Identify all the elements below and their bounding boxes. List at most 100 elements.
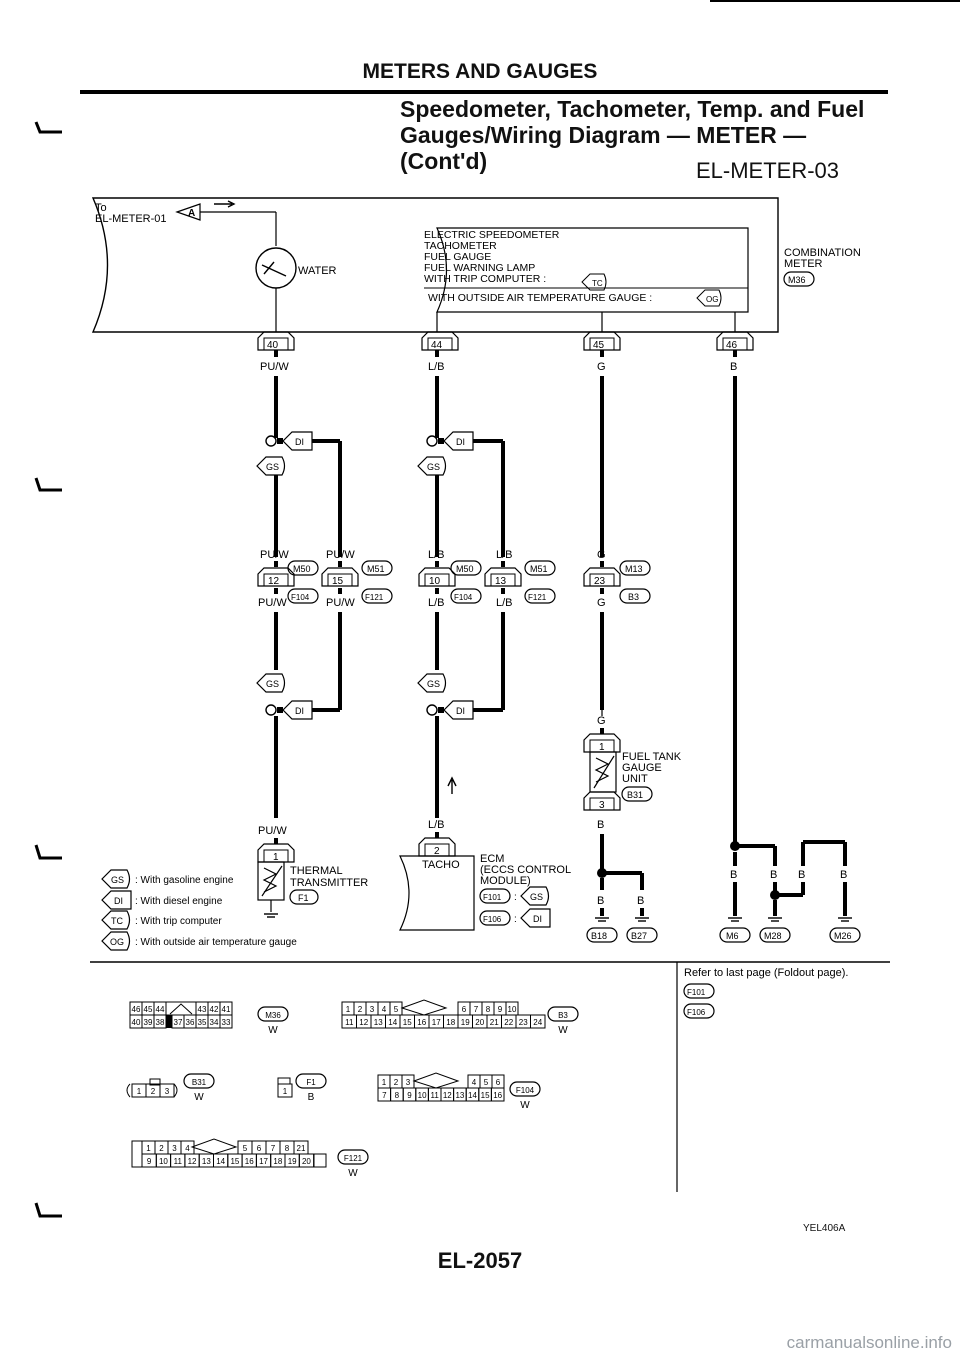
svg-text:PU/W: PU/W bbox=[326, 597, 355, 609]
b31-tag: B31 bbox=[192, 1078, 207, 1087]
latch-icon bbox=[190, 1138, 238, 1155]
svg-text:F104: F104 bbox=[454, 593, 473, 602]
f104-face-pin: 8 bbox=[395, 1091, 400, 1100]
f104-face-pin: 7 bbox=[382, 1091, 387, 1100]
f104-tag: F104 bbox=[516, 1086, 535, 1095]
f1-color: B bbox=[308, 1092, 315, 1103]
svg-text:B: B bbox=[798, 869, 805, 881]
f121-face-pin: 10 bbox=[159, 1157, 168, 1166]
svg-text:L/B: L/B bbox=[428, 819, 445, 831]
svg-text:PU/W: PU/W bbox=[258, 825, 287, 837]
pin-46: 46 bbox=[716, 331, 754, 351]
f121-face-pin: 4 bbox=[185, 1144, 190, 1153]
f104-face-pin: 6 bbox=[496, 1078, 501, 1087]
f121-face-pin: 6 bbox=[257, 1144, 262, 1153]
b3-tag-icon bbox=[547, 1006, 579, 1022]
b3-tag: B3 bbox=[558, 1011, 568, 1020]
f104-face-pin: 3 bbox=[406, 1078, 411, 1087]
legend-og-text: : With outside air temperature gauge bbox=[135, 937, 297, 948]
b3-face-pin: 4 bbox=[382, 1005, 387, 1014]
svg-text:F101: F101 bbox=[483, 893, 502, 902]
f121-face-pin: 19 bbox=[288, 1157, 297, 1166]
f104-face-pin: 12 bbox=[443, 1091, 452, 1100]
speedo-line-4: FUEL WARNING LAMP bbox=[424, 262, 535, 274]
svg-text::: : bbox=[514, 892, 517, 903]
m36-face-pin: 41 bbox=[222, 1005, 231, 1014]
pin-40: 40 bbox=[257, 331, 295, 351]
svg-text:G: G bbox=[597, 597, 606, 609]
b3-face-pin: 12 bbox=[359, 1018, 368, 1027]
svg-text:B: B bbox=[597, 819, 604, 831]
figure-ref: YEL406A bbox=[803, 1223, 846, 1234]
to-connector-letter: A bbox=[188, 208, 195, 219]
svg-text:10: 10 bbox=[429, 576, 441, 587]
speedo-line-1: ELECTRIC SPEEDOMETER bbox=[424, 229, 560, 241]
combo-connector-icon bbox=[783, 271, 815, 287]
svg-text:M26: M26 bbox=[834, 931, 852, 941]
f1-connector-icon bbox=[289, 889, 319, 905]
svg-text::: : bbox=[514, 914, 517, 925]
svg-text:12: 12 bbox=[268, 576, 280, 587]
f104-connector-icon bbox=[287, 588, 319, 604]
water-gauge-icon bbox=[255, 247, 297, 289]
m26-connector-icon bbox=[829, 927, 861, 943]
b3-face-pin: 13 bbox=[374, 1018, 383, 1027]
b31-color: W bbox=[194, 1092, 204, 1103]
svg-text:46: 46 bbox=[726, 340, 738, 351]
f121-face-pin: 17 bbox=[259, 1157, 268, 1166]
fuel-unit-label-2: GAUGE bbox=[622, 762, 662, 774]
f104-face-pin: 2 bbox=[394, 1078, 399, 1087]
svg-text:B: B bbox=[770, 869, 777, 881]
ref-f101-icon bbox=[683, 983, 715, 999]
f104-face-pin: 16 bbox=[493, 1091, 502, 1100]
svg-text:M28: M28 bbox=[764, 931, 782, 941]
svg-text:L/B: L/B bbox=[428, 549, 445, 561]
wire-color-45: G bbox=[597, 361, 606, 373]
b31-face-pin: 3 bbox=[165, 1087, 170, 1096]
f104-face-pin: 5 bbox=[484, 1078, 489, 1087]
pin-12: 12 bbox=[257, 567, 295, 587]
latch-icon bbox=[400, 999, 448, 1016]
gs-tag-icon bbox=[256, 456, 286, 476]
b31-connector-icon bbox=[621, 786, 653, 802]
b3-face-pin: 15 bbox=[403, 1018, 412, 1027]
b3-face-pin: 17 bbox=[432, 1018, 441, 1027]
m36-face-pin: 46 bbox=[132, 1005, 141, 1014]
m36-face-pin: 35 bbox=[198, 1018, 207, 1027]
diagram-code: EL-METER-03 bbox=[696, 158, 840, 183]
svg-text:B31: B31 bbox=[627, 790, 643, 800]
tc-tag-icon bbox=[581, 273, 607, 291]
svg-text:L/B: L/B bbox=[496, 549, 513, 561]
combo-label-2: METER bbox=[784, 258, 823, 270]
f121-face-pin: 15 bbox=[230, 1157, 239, 1166]
svg-text:TC: TC bbox=[592, 279, 603, 288]
svg-text:3: 3 bbox=[599, 800, 605, 811]
m36-face-pin: 33 bbox=[222, 1018, 231, 1027]
svg-text:TC: TC bbox=[111, 916, 123, 926]
header-rule bbox=[80, 90, 888, 94]
svg-text:GS: GS bbox=[427, 679, 440, 689]
b3-face-pin: 19 bbox=[461, 1018, 470, 1027]
svg-text:F101: F101 bbox=[687, 988, 706, 997]
f1-tag-icon bbox=[295, 1073, 327, 1089]
svg-text:M51: M51 bbox=[367, 564, 385, 574]
svg-text:M6: M6 bbox=[726, 931, 739, 941]
title-line-1: Speedometer, Tachometer, Temp. and Fuel bbox=[400, 96, 865, 122]
tacho-label: TACHO bbox=[422, 859, 460, 871]
svg-text:PU/W: PU/W bbox=[326, 549, 355, 561]
page-number: EL-2057 bbox=[437, 1248, 523, 1273]
ref-f106-icon bbox=[683, 1003, 715, 1019]
svg-text:DI: DI bbox=[295, 437, 304, 447]
b3-face-pin: 23 bbox=[519, 1018, 528, 1027]
f104-face-pin: 15 bbox=[481, 1091, 490, 1100]
svg-text:PU/W: PU/W bbox=[258, 597, 287, 609]
f121-face-pin: 8 bbox=[285, 1144, 290, 1153]
svg-text:B18: B18 bbox=[591, 931, 607, 941]
f106-connector-icon bbox=[479, 910, 511, 926]
legend-gs-text: : With gasoline engine bbox=[135, 875, 234, 886]
f104-face-pin: 4 bbox=[472, 1078, 477, 1087]
b3-face-pin: 18 bbox=[446, 1018, 455, 1027]
m36-tag-icon bbox=[257, 1006, 289, 1022]
